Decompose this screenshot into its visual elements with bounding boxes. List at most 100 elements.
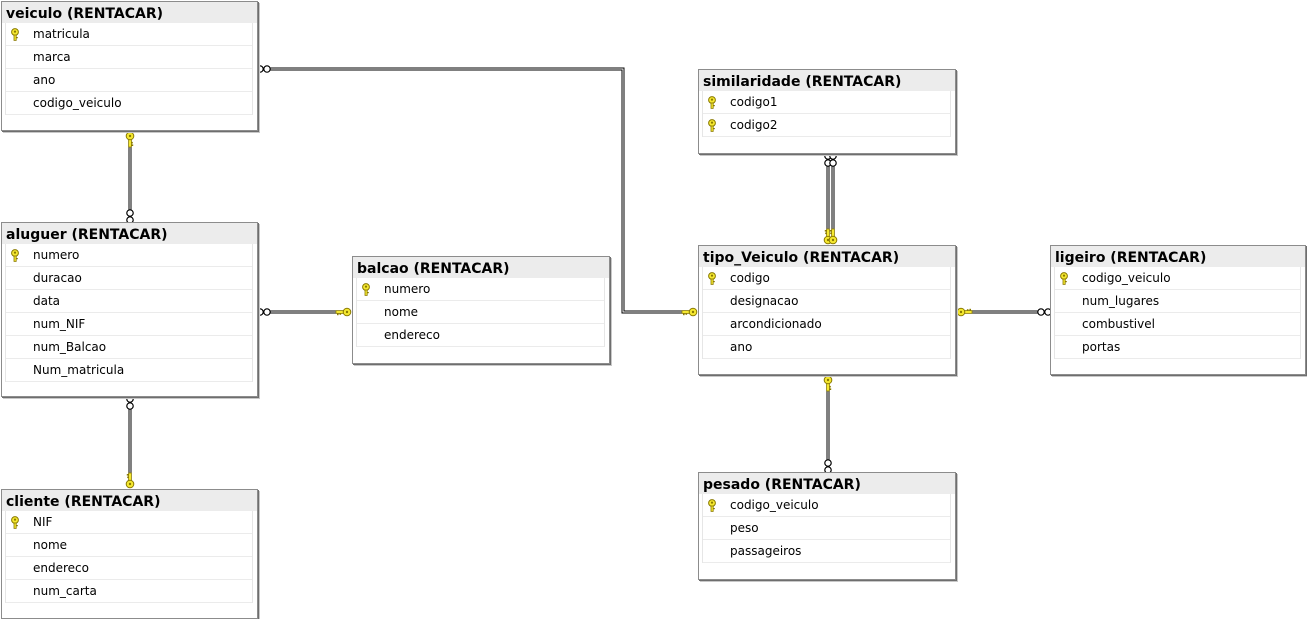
- column-row[interactable]: num_NIF: [6, 313, 252, 336]
- column-icon-slot: [10, 341, 20, 353]
- column-name: num_lugares: [1082, 294, 1160, 308]
- column-row[interactable]: arcondicionado: [703, 313, 950, 336]
- column-icon-slot: [1059, 295, 1069, 307]
- column-list: codigo designacao arcondicionado ano: [702, 267, 951, 359]
- many-end-icon: [829, 159, 837, 167]
- column-row[interactable]: codigo_veiculo: [6, 92, 252, 115]
- one-end-key-icon: [125, 131, 135, 148]
- many-end-icon: [1037, 308, 1045, 316]
- relationship-aluguer-balcao[interactable]: [256, 307, 352, 317]
- primary-key-icon: [707, 499, 717, 512]
- column-name: num_NIF: [33, 317, 86, 331]
- column-row[interactable]: endereco: [6, 557, 252, 580]
- column-row[interactable]: passageiros: [703, 540, 950, 563]
- column-row[interactable]: duracao: [6, 267, 252, 290]
- table-title[interactable]: aluguer (RENTACAR): [2, 223, 257, 244]
- table-title[interactable]: balcao (RENTACAR): [353, 257, 609, 278]
- column-list: codigo_veiculo num_lugares combustivel port…: [1054, 267, 1301, 359]
- column-name: codigo: [730, 271, 770, 285]
- relationship-similaridade-tipo_veiculo-2[interactable]: [828, 152, 838, 245]
- column-name: ano: [730, 340, 753, 354]
- column-name: codigo_veiculo: [730, 498, 819, 512]
- column-name: Num_matricula: [33, 363, 125, 377]
- column-icon-slot: [1059, 341, 1069, 353]
- column-row[interactable]: ano: [6, 69, 252, 92]
- column-name: num_Balcao: [33, 340, 107, 354]
- column-name: endereco: [384, 328, 440, 342]
- column-row[interactable]: Num_matricula: [6, 359, 252, 382]
- many-end-icon: [824, 459, 832, 467]
- column-row[interactable]: numero: [6, 244, 252, 267]
- relationship-aluguer-veiculo[interactable]: [125, 131, 135, 224]
- table-aluguer[interactable]: aluguer (RENTACAR)numero duracao data num_N…: [1, 222, 258, 397]
- column-row[interactable]: codigo_veiculo: [703, 494, 950, 517]
- table-title[interactable]: tipo_Veiculo (RENTACAR): [699, 246, 955, 267]
- column-list: codigo1 codigo2: [702, 91, 951, 137]
- column-name: duracao: [33, 271, 82, 285]
- column-row[interactable]: endereco: [357, 324, 604, 347]
- one-end-key-icon: [828, 228, 838, 245]
- table-title[interactable]: cliente (RENTACAR): [2, 490, 257, 511]
- column-row[interactable]: codigo_veiculo: [1055, 267, 1300, 290]
- column-row[interactable]: portas: [1055, 336, 1300, 359]
- table-title[interactable]: ligeiro (RENTACAR): [1051, 246, 1305, 267]
- table-veiculo[interactable]: veiculo (RENTACAR) matricula marca ano codig…: [1, 1, 258, 131]
- column-icon-slot: [707, 318, 717, 330]
- relationship-ligeiro-tipo_veiculo[interactable]: [956, 307, 1052, 317]
- column-name: data: [33, 294, 61, 308]
- relationship-pesado-tipo_veiculo[interactable]: [823, 375, 833, 474]
- column-icon-slot: [10, 74, 20, 86]
- column-row[interactable]: combustivel: [1055, 313, 1300, 336]
- one-end-key-icon: [823, 375, 833, 392]
- column-row[interactable]: codigo2: [703, 114, 950, 137]
- column-row[interactable]: codigo: [703, 267, 950, 290]
- table-title[interactable]: pesado (RENTACAR): [699, 473, 955, 494]
- column-row[interactable]: marca: [6, 46, 252, 69]
- one-end-key-icon: [681, 307, 698, 317]
- column-row[interactable]: peso: [703, 517, 950, 540]
- column-name: codigo2: [730, 118, 778, 132]
- column-icon-slot: [10, 97, 20, 109]
- column-name: ano: [33, 73, 56, 87]
- primary-key-icon: [707, 272, 717, 285]
- column-row[interactable]: matricula: [6, 23, 252, 46]
- column-row[interactable]: data: [6, 290, 252, 313]
- relationship-aluguer-cliente[interactable]: [125, 395, 135, 489]
- column-row[interactable]: designacao: [703, 290, 950, 313]
- column-icon-slot: [10, 539, 20, 551]
- relationship-veiculo-tipo_veiculo[interactable]: [256, 65, 698, 317]
- column-row[interactable]: ano: [703, 336, 950, 359]
- column-row[interactable]: num_Balcao: [6, 336, 252, 359]
- table-ligeiro[interactable]: ligeiro (RENTACAR)codigo_veiculo num_luga…: [1050, 245, 1306, 375]
- column-icon-slot: [10, 295, 20, 307]
- column-row[interactable]: numero: [357, 278, 604, 301]
- column-name: matricula: [33, 27, 90, 41]
- column-icon-slot: [361, 306, 371, 318]
- table-tipo-veiculo[interactable]: tipo_Veiculo (RENTACAR) codigo designacao a…: [698, 245, 956, 375]
- column-row[interactable]: codigo1: [703, 91, 950, 114]
- primary-key-icon: [10, 249, 20, 262]
- column-row[interactable]: NIF: [6, 511, 252, 534]
- column-name: portas: [1082, 340, 1121, 354]
- column-row[interactable]: nome: [357, 301, 604, 324]
- column-row[interactable]: num_carta: [6, 580, 252, 603]
- table-title[interactable]: veiculo (RENTACAR): [2, 2, 257, 23]
- table-title[interactable]: similaridade (RENTACAR): [699, 70, 955, 91]
- column-name: NIF: [33, 515, 53, 529]
- primary-key-icon: [707, 96, 717, 109]
- column-row[interactable]: nome: [6, 534, 252, 557]
- column-row[interactable]: num_lugares: [1055, 290, 1300, 313]
- column-list: matricula marca ano codigo_veiculo: [5, 23, 253, 115]
- column-name: designacao: [730, 294, 799, 308]
- table-similaridade[interactable]: similaridade (RENTACAR)codigo1 codigo2: [698, 69, 956, 154]
- one-end-key-icon: [125, 472, 135, 489]
- many-end-icon: [126, 402, 134, 410]
- column-name: combustivel: [1082, 317, 1155, 331]
